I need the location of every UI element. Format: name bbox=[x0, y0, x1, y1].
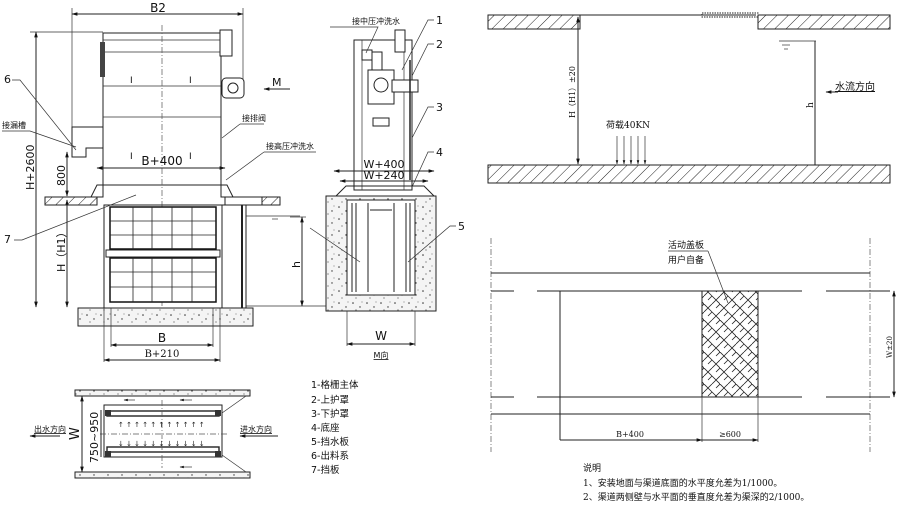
svg-text:↓ ↓ ↓ ↓ ↓ ↓ ↓ ↓ ↓ ↓ ↓: ↓ ↓ ↓ ↓ ↓ ↓ ↓ ↓ ↓ ↓ ↓ bbox=[118, 440, 205, 448]
front-view: B2 I I I I H+2600 800 H（H1） B+400 bbox=[2, 1, 316, 362]
callout-3: 3 bbox=[436, 101, 443, 114]
label-mid-pressure: 接中压冲洗水 bbox=[352, 16, 400, 26]
legend-item: 4-底座 bbox=[311, 422, 340, 434]
callout-5: 5 bbox=[458, 220, 465, 233]
dim-800: 800 bbox=[55, 165, 68, 186]
channel-plan: 活动盖板 用户自备 B+400 ≥600 W±20 bbox=[490, 238, 896, 452]
label-outflow: 出水方向 bbox=[34, 424, 66, 434]
legend-item: 5-挡水板 bbox=[311, 436, 349, 448]
label-high-pressure: 接高压冲洗水 bbox=[266, 141, 314, 151]
dim-b210: B+210 bbox=[145, 349, 180, 360]
note-item: 1、安装地面与渠道底面的水平度允差为1/1000。 bbox=[583, 477, 782, 489]
dim-w: W bbox=[375, 329, 387, 343]
svg-text:I: I bbox=[130, 76, 133, 86]
dim-w400: W+400 bbox=[363, 158, 404, 171]
cover-label-2: 用户自备 bbox=[668, 254, 704, 266]
label-chute: 接漏槽 bbox=[2, 120, 26, 130]
dim-h-h1: H（H1） bbox=[55, 226, 68, 272]
dim-b2: B2 bbox=[150, 1, 166, 15]
notes-title: 说明 bbox=[583, 462, 601, 474]
dim-h-section: h bbox=[806, 102, 816, 108]
dim-b400: B+400 bbox=[141, 154, 182, 168]
legend-item: 1-格栅主体 bbox=[311, 379, 359, 391]
view-m-label: M bbox=[272, 76, 282, 89]
note-item: 2、渠道两侧壁与水平面的垂直度允差为渠深的2/1000。 bbox=[583, 491, 809, 503]
legend: 1-格栅主体 2-上护罩 3-下护罩 4-底座 5-挡水板 6-出料系 7-挡板 bbox=[311, 379, 359, 476]
callout-4: 4 bbox=[436, 146, 443, 159]
svg-text:↑ ↑ ↑ ↑ ↑ ↑ ↑ ↑ ↑ ↑ ↑: ↑ ↑ ↑ ↑ ↑ ↑ ↑ ↑ ↑ ↑ ↑ bbox=[118, 421, 205, 429]
legend-item: 3-下护罩 bbox=[311, 408, 349, 420]
legend-item: 7-挡板 bbox=[311, 464, 340, 476]
dim-600: ≥600 bbox=[719, 430, 741, 439]
label-drain-valve: 接排阀 bbox=[242, 113, 266, 123]
dim-h-side: h bbox=[290, 261, 303, 268]
dim-b400-plan: B+400 bbox=[616, 430, 644, 439]
load-label: 荷载40KN bbox=[606, 119, 650, 131]
legend-item: 6-出料系 bbox=[311, 450, 349, 462]
dim-w20: W±20 bbox=[886, 336, 894, 358]
flow-direction-label: 水流方向 bbox=[835, 80, 875, 93]
legend-item: 2-上护罩 bbox=[311, 394, 349, 406]
svg-text:I: I bbox=[189, 76, 192, 86]
label-inflow: 进水方向 bbox=[240, 424, 272, 434]
dim-w240: W+240 bbox=[363, 169, 404, 182]
dim-h-h1-20: H（H1）±20 bbox=[568, 66, 577, 118]
side-view: 接中压冲洗水 1 2 3 4 W+400 W+240 5 bbox=[246, 14, 465, 360]
dim-h2600: H+2600 bbox=[24, 145, 37, 190]
svg-text:I: I bbox=[189, 152, 192, 162]
callout-2: 2 bbox=[436, 38, 443, 51]
dim-750-950: 750~950 bbox=[88, 412, 101, 463]
callout-7: 7 bbox=[4, 233, 11, 246]
callout-1: 1 bbox=[436, 14, 443, 27]
cover-label-1: 活动盖板 bbox=[668, 239, 704, 251]
svg-text:I: I bbox=[130, 152, 133, 162]
channel-section: H（H1）±20 h 荷载40KN 水流方向 bbox=[487, 12, 891, 184]
plan-view: ↑ ↑ ↑ ↑ ↑ ↑ ↑ ↑ ↑ ↑ ↑ ↓ ↓ ↓ ↓ ↓ ↓ ↓ ↓ ↓ … bbox=[29, 389, 278, 479]
callout-6: 6 bbox=[4, 73, 11, 86]
dim-b: B bbox=[158, 331, 166, 345]
notes: 说明 1、安装地面与渠道底面的水平度允差为1/1000。 2、渠道两侧壁与水平面… bbox=[583, 462, 809, 503]
view-m-direction: M向 bbox=[374, 350, 389, 360]
dim-w-plan: W bbox=[68, 427, 83, 440]
